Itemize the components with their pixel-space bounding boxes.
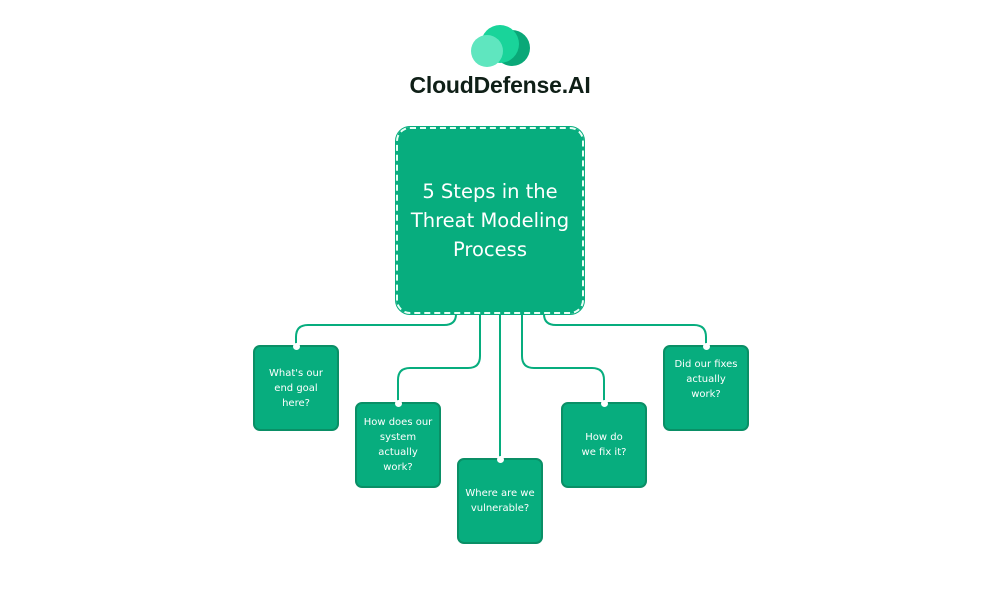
connector-step-5 [543, 313, 707, 345]
step-box-5: Did our fixes actually work? [663, 343, 749, 431]
connector-dot [600, 400, 608, 407]
connector-step-4 [521, 314, 605, 402]
connector-step-2 [397, 314, 481, 402]
step-box-3: Where are we vulnerable? [457, 456, 543, 544]
step-label: How do we fix it? [581, 432, 627, 458]
step-label: Did our fixes actually work? [674, 358, 738, 400]
connector-dot [702, 343, 710, 350]
step-label: What's our end goal here? [269, 367, 323, 409]
connector-dot [292, 343, 300, 350]
step-box-2: How does our system actually work? [355, 400, 441, 488]
step-label: How does our system actually work? [363, 417, 433, 473]
step-label: Where are we vulnerable? [465, 488, 535, 514]
connector-dot [394, 400, 402, 407]
brand-name: CloudDefense.AI [409, 72, 591, 98]
step-box-4: How do we fix it? [561, 400, 647, 488]
connector-step-1 [295, 313, 457, 345]
main-title: 5 Steps in the Threat Modeling Process [410, 180, 570, 261]
step-box-1: What's our end goal here? [253, 343, 339, 431]
main-topic-box: 5 Steps in the Threat Modeling Process [395, 126, 585, 315]
connector-dot [496, 456, 504, 463]
cloud-icon [471, 25, 530, 67]
